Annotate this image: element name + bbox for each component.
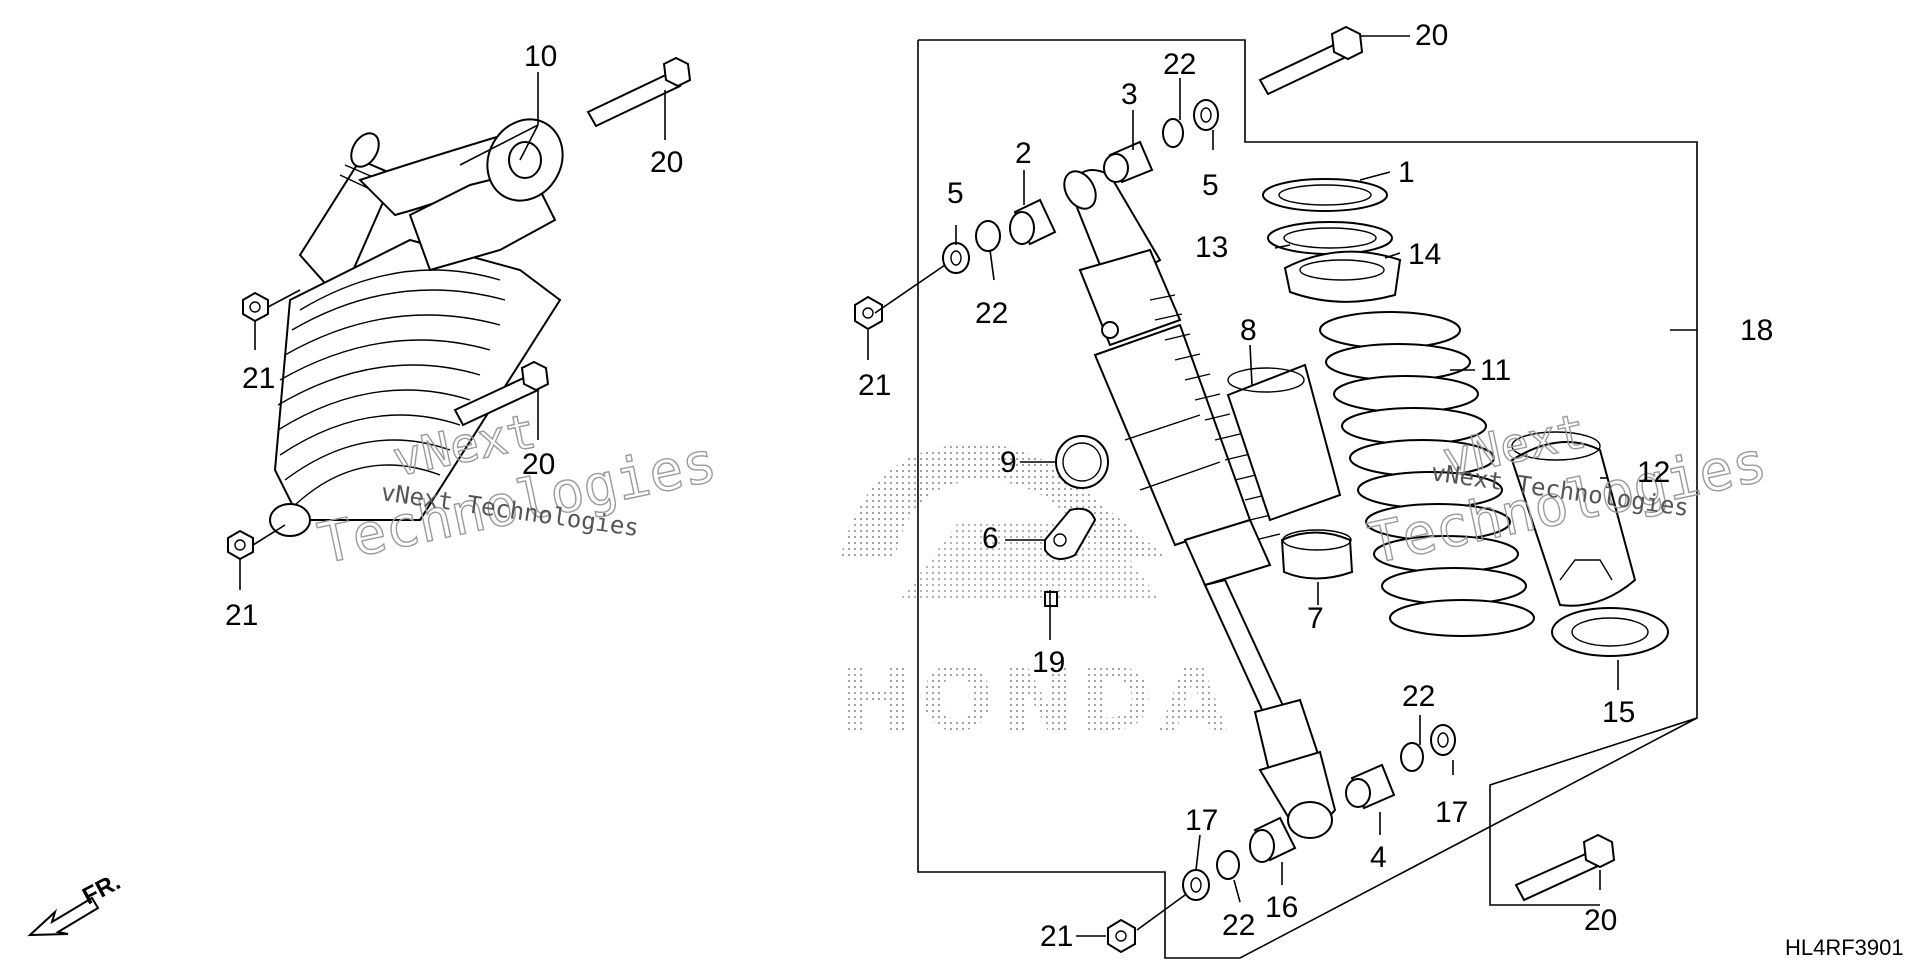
callout-21-left-upper: 21 <box>242 362 275 395</box>
right-flange-nut-upper <box>854 295 883 331</box>
coil-spring <box>1319 311 1535 637</box>
collar-ring <box>1280 529 1354 580</box>
upper-collar-3 <box>1103 140 1154 184</box>
callout-5-left: 5 <box>947 177 964 210</box>
lock-nut-ring <box>1267 221 1393 255</box>
upper-bearing-2 <box>1009 198 1057 246</box>
callout-7: 7 <box>1307 602 1324 635</box>
left-flange-nut-lower <box>227 529 254 561</box>
callout-5-right: 5 <box>1202 169 1219 202</box>
callout-14: 14 <box>1408 238 1441 271</box>
callout-21-right-upper: 21 <box>858 369 891 402</box>
lower-spring-seat <box>1551 607 1669 657</box>
callout-11: 11 <box>1480 354 1511 387</box>
upper-right-bolt <box>1258 25 1364 96</box>
left-leader-lines <box>239 72 666 590</box>
callout-labels: 10 20 21 20 21 20 22 3 2 5 5 22 21 1 13 … <box>225 19 1773 953</box>
upper-washers <box>942 99 1219 274</box>
callout-19: 19 <box>1032 646 1065 679</box>
lower-collar-4 <box>1345 763 1396 810</box>
small-screw <box>1044 591 1058 607</box>
right-leader-lines <box>867 35 1697 937</box>
left-bolt-upper <box>586 56 692 128</box>
callout-21-right-lower: 21 <box>1040 920 1073 953</box>
callout-17-right: 17 <box>1435 796 1468 829</box>
callout-22-lower-right: 22 <box>1402 680 1435 713</box>
assembled-shock-absorber <box>269 118 564 537</box>
callout-21-left-lower: 21 <box>225 599 258 632</box>
diagram-code: HL4RF3901 <box>1785 935 1904 960</box>
callout-1: 1 <box>1398 156 1415 189</box>
spring-adjuster <box>1283 250 1402 303</box>
spring-retainer-ring <box>1262 178 1388 212</box>
callout-20-left-lower: 20 <box>522 448 555 481</box>
callout-16: 16 <box>1265 891 1298 924</box>
callout-17-left: 17 <box>1185 804 1218 837</box>
callout-8: 8 <box>1240 314 1257 347</box>
damper-body <box>1063 169 1337 839</box>
callout-22-top: 22 <box>1163 48 1196 81</box>
callout-20-left-upper: 20 <box>650 146 683 179</box>
callout-10-top: 10 <box>524 40 557 73</box>
callout-12: 12 <box>1637 456 1670 489</box>
callout-6: 6 <box>982 522 999 555</box>
lower-washers <box>1182 724 1456 901</box>
callout-4: 4 <box>1370 841 1387 874</box>
callout-20-right-upper: 20 <box>1415 19 1448 52</box>
left-flange-nut-upper <box>242 291 269 323</box>
bump-stop-cover <box>1226 363 1342 522</box>
callout-20-right-lower: 20 <box>1584 904 1617 937</box>
callout-3: 3 <box>1121 78 1138 111</box>
callout-9: 9 <box>1000 446 1017 479</box>
honda-brand-text: HONDA <box>840 648 1233 751</box>
callout-22-left: 22 <box>975 297 1008 330</box>
spring-guide-sleeve <box>1510 431 1637 607</box>
right-flange-nut-lower <box>1107 918 1136 954</box>
callout-22-bottom: 22 <box>1222 909 1255 942</box>
callout-2: 2 <box>1015 137 1032 170</box>
callout-18: 18 <box>1740 314 1773 347</box>
callout-13: 13 <box>1195 231 1228 264</box>
lower-right-bolt <box>1514 833 1616 902</box>
lower-bearing-16 <box>1249 816 1297 863</box>
callout-15: 15 <box>1602 696 1635 729</box>
front-direction-arrow-icon <box>27 896 100 937</box>
adjuster-knob <box>1044 507 1097 560</box>
kit-boundary-line <box>917 39 1698 959</box>
o-ring <box>1055 435 1109 489</box>
